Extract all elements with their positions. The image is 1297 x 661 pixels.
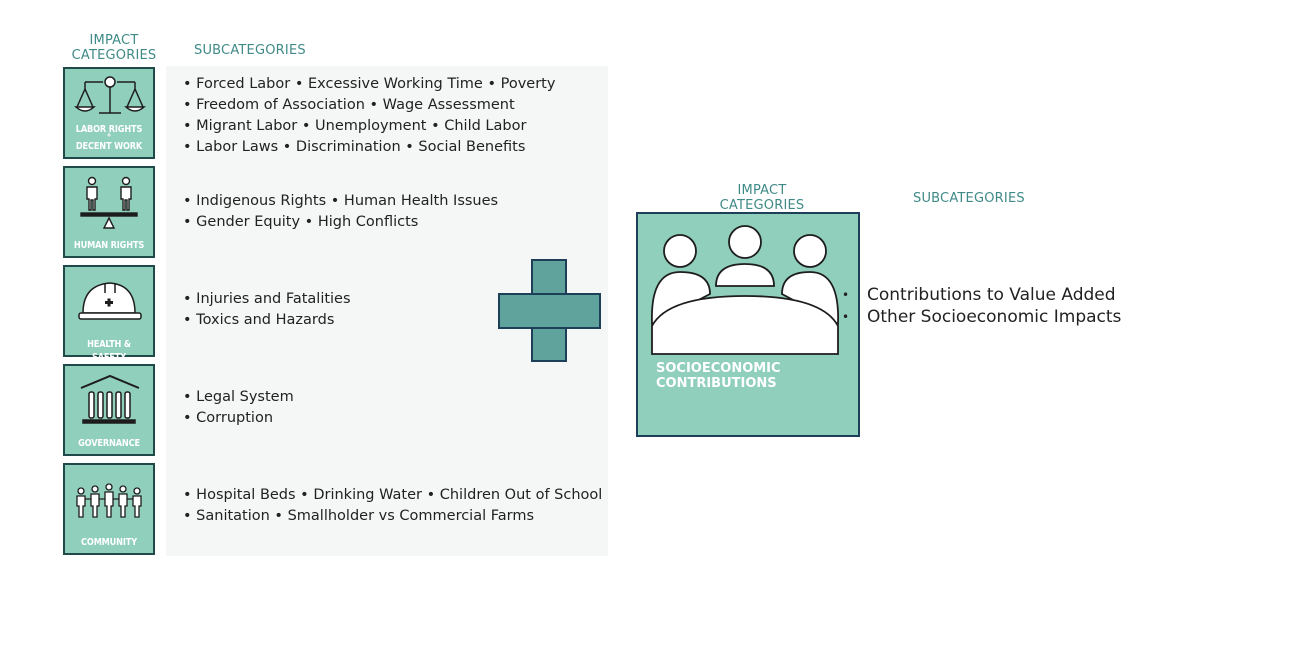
tile-label: HEALTH & SAFETY [87,339,131,363]
list-item: • Contributions to Value Added [842,284,1121,306]
list-item: Sanitation • Smallholder vs Commercial F… [183,506,602,527]
subcategory-list-community: Hospital Beds • Drinking Water • Childre… [183,485,602,527]
list-item-text: Contributions to Value Added [867,285,1116,305]
list-item: Gender Equity • High Conflicts [183,212,498,233]
list-item: Toxics and Hazards [183,310,351,331]
bullet: • [842,288,850,302]
list-item: Labor Laws • Discrimination • Social Ben… [183,137,555,158]
scales-icon [74,76,146,114]
plus-icon-center [533,295,565,327]
meeting-table-icon [651,225,839,355]
tile-labor-rights: LABOR RIGHTS + DECENT WORK [63,67,155,159]
tile-human-rights: HUMAN RIGHTS [63,166,155,258]
tile-label: GOVERNANCE [78,438,140,449]
subcategory-list-human-rights: Indigenous Rights • Human Health Issues … [183,191,498,233]
big-tile-label: SOCIOECONOMIC CONTRIBUTIONS [656,361,781,391]
bullet: • [842,310,850,324]
impact-categories-header: IMPACT CATEGORIES [71,33,157,63]
list-item: Injuries and Fatalities [183,289,350,310]
community-people-icon [76,483,142,518]
subcategory-list-labor: Forced Labor • Excessive Working Time • … [183,74,555,158]
hard-hat-icon [78,282,142,320]
list-item: Migrant Labor • Unemployment • Child Lab… [183,116,555,137]
tile-socioeconomic-contributions: SOCIOECONOMIC CONTRIBUTIONS [636,212,860,437]
big-tile-label-line2: CONTRIBUTIONS [656,376,777,391]
socioeconomic-subcategory-clip: • Contributions to Value Added • Other Soc… [842,280,1152,334]
list-item: Freedom of Association • Wage Assessment [183,95,555,116]
tile-label: HUMAN RIGHTS [73,240,145,251]
list-item: Hospital Beds • Drinking Water • Childre… [183,485,602,506]
tile-governance: GOVERNANCE [63,364,155,456]
list-item: Legal System [183,387,294,408]
subcategory-list-health-safety: Injuries and Fatalities Toxics and Hazar… [183,289,351,331]
subcategory-list-socioeconomic: • Contributions to Value Added • Other Soc… [842,284,1121,328]
impact-categories-header-right: IMPACT CATEGORIES [719,183,805,213]
subcategory-list-governance: Legal System Corruption [183,387,294,429]
tile-label-plus: + [106,131,112,139]
tile-label: LABOR RIGHTS [75,124,143,135]
list-item: Forced Labor • Excessive Working Time • … [183,74,555,95]
list-item-text: Other Socioeconomic Impacts [867,307,1122,327]
list-item: • Other Socioeconomic Impacts [842,306,1121,328]
subcategories-header: SUBCATEGORIES [194,43,306,58]
tile-label: COMMUNITY [81,537,137,548]
tile-label: DECENT WORK [75,141,143,152]
tile-health-safety: HEALTH & SAFETY [63,265,155,363]
tile-community: COMMUNITY [63,463,155,555]
government-building-icon [80,374,140,424]
list-item: Corruption [183,408,294,429]
balance-people-icon [80,176,138,229]
list-item: Indigenous Rights • Human Health Issues [183,191,498,212]
subcategories-header-right: SUBCATEGORIES [913,191,1025,206]
big-tile-label-line1: SOCIOECONOMIC [656,361,781,376]
